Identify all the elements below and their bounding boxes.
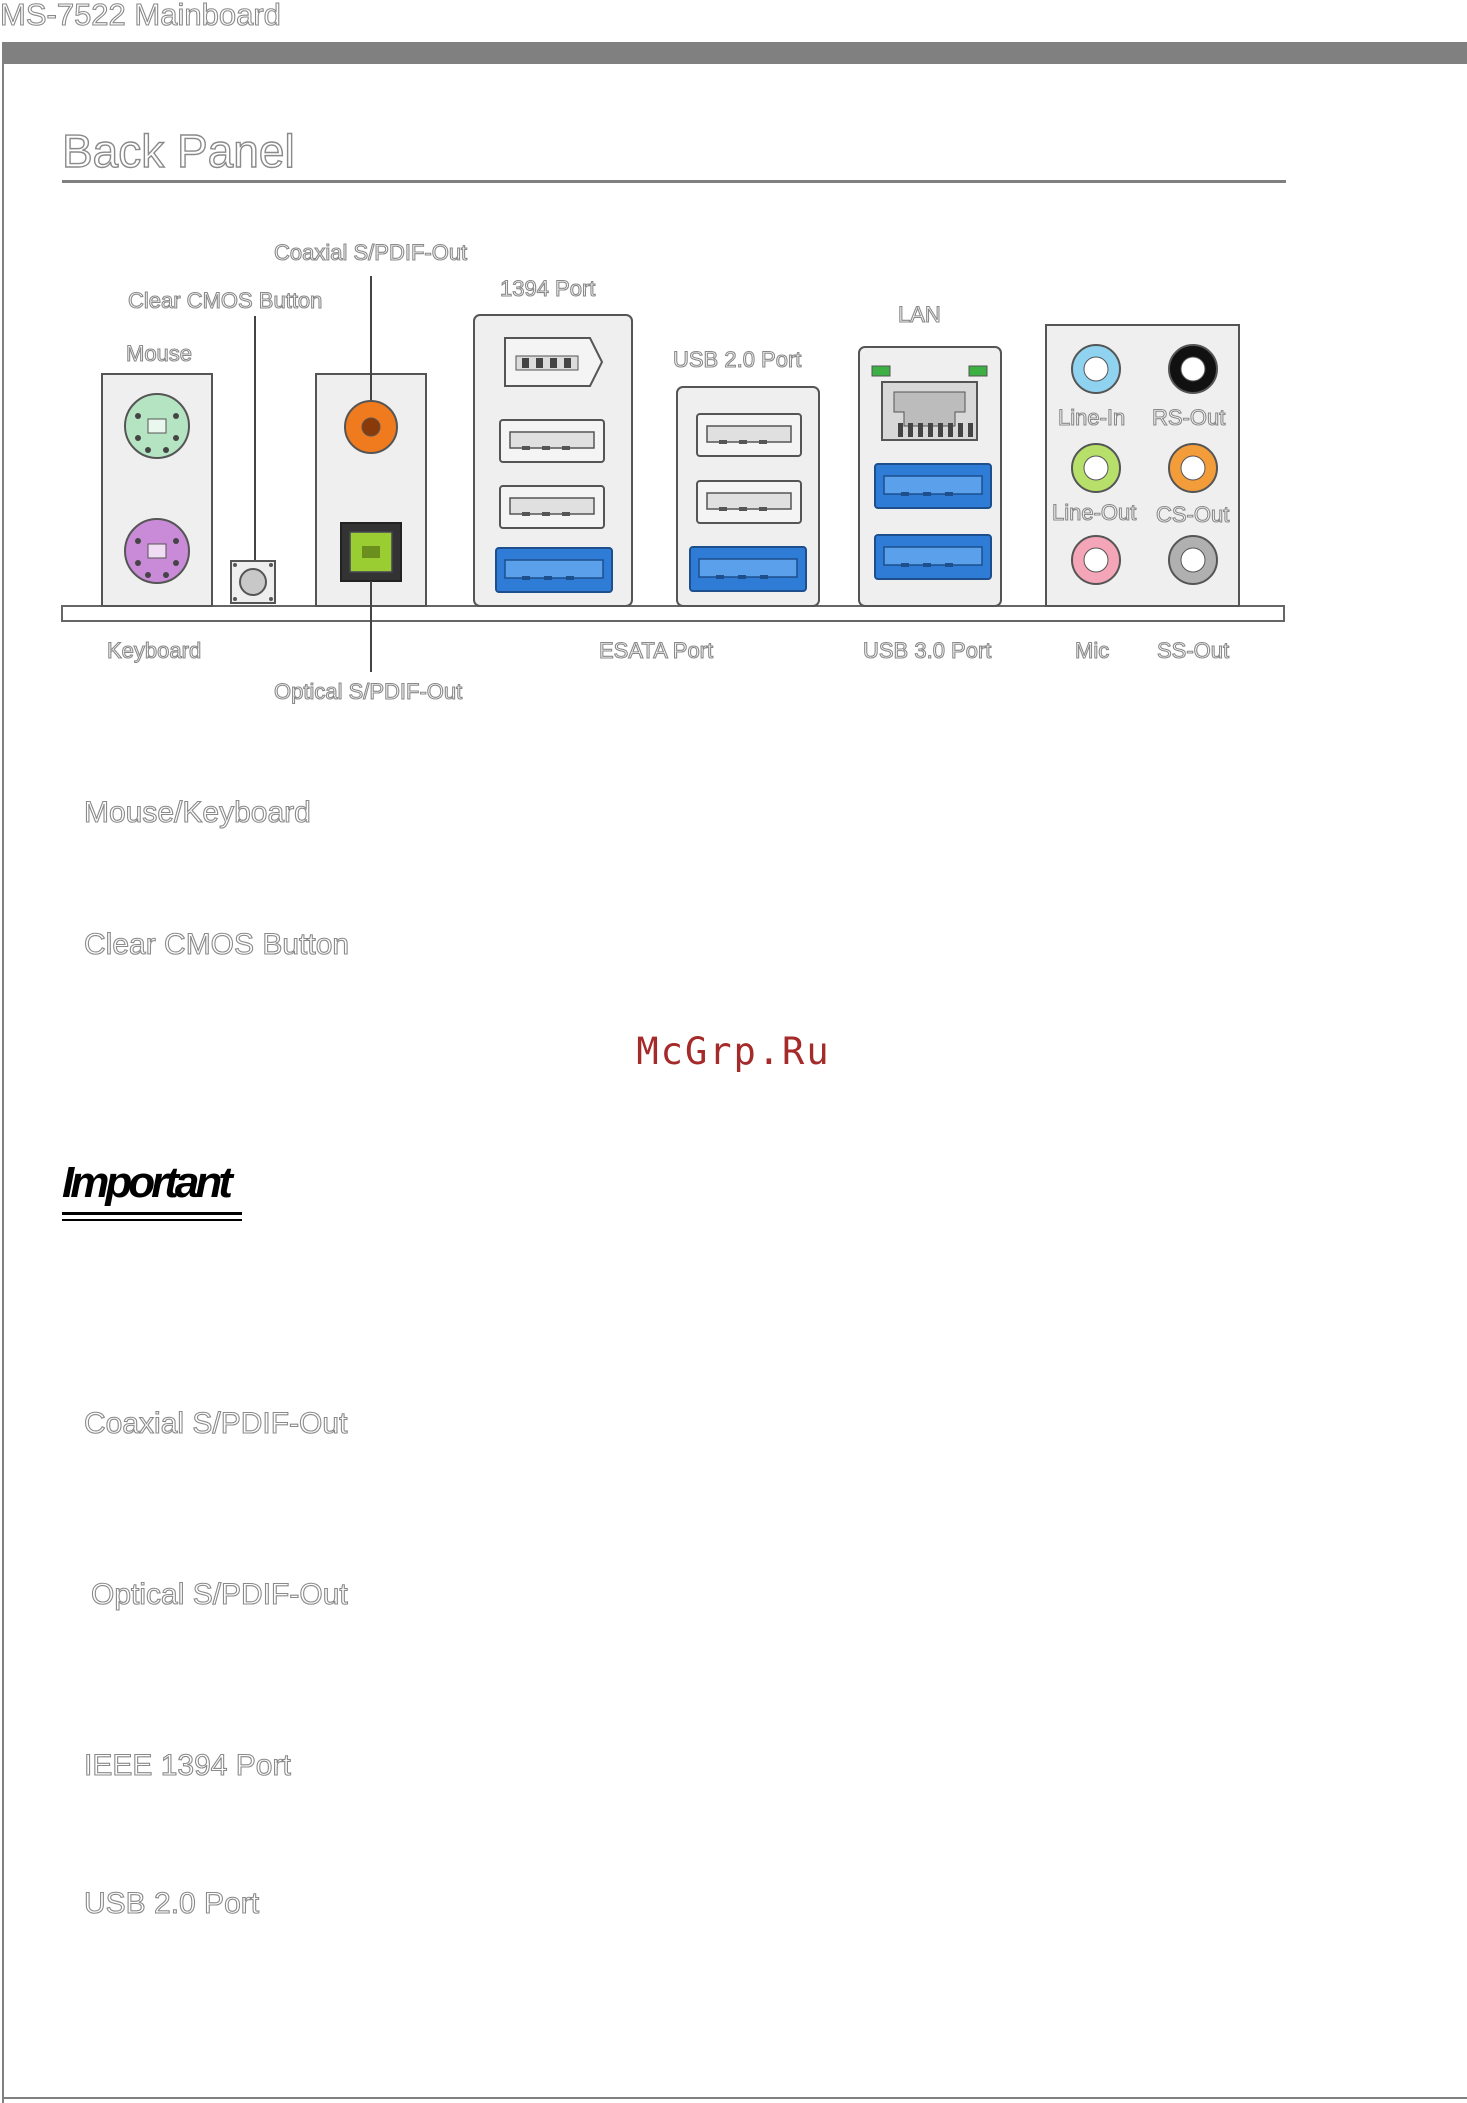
ieee1394-port: [504, 337, 604, 387]
label-lan: LAN: [897, 301, 941, 327]
heading-ieee1394: IEEE 1394 Port: [83, 1748, 291, 1782]
cs-out-jack: [1168, 443, 1218, 493]
heading-mouse-keyboard: Mouse/Keyboard: [83, 795, 311, 829]
important-label: Important: [62, 1158, 233, 1207]
label-keyboard: Keyboard: [106, 637, 202, 663]
label-cs-out: CS-Out: [1155, 501, 1230, 527]
watermark: McGrp.Ru: [636, 1030, 831, 1073]
usb2-port-b1: [696, 413, 802, 457]
label-line-in: Line-In: [1057, 404, 1126, 430]
usb2-port-a1: [499, 419, 605, 463]
header-bar: [2, 42, 1467, 64]
heading-optical: Optical S/PDIF-Out: [90, 1577, 348, 1611]
label-mic: Mic: [1074, 637, 1110, 663]
esata-usb3-port-a: [495, 547, 613, 593]
heading-clear-cmos: Clear CMOS Button: [83, 927, 350, 961]
usb30-port-2: [874, 534, 992, 580]
header-title: MS-7522 Mainboard: [0, 0, 281, 33]
label-esata: ESATA Port: [598, 637, 714, 663]
label-usb30: USB 3.0 Port: [862, 637, 992, 663]
label-optical: Optical S/PDIF-Out: [273, 678, 463, 704]
bottom-rule: [2, 2097, 1467, 2099]
keyboard-port: [124, 518, 190, 584]
esata-usb3-port-b: [689, 546, 807, 592]
lan-port: [871, 365, 988, 441]
usb30-port-1: [874, 463, 992, 509]
heading-coaxial: Coaxial S/PDIF-Out: [83, 1406, 348, 1440]
label-mouse: Mouse: [125, 340, 193, 366]
coaxial-spdif-port: [344, 400, 398, 454]
label-ss-out: SS-Out: [1156, 637, 1230, 663]
label-1394: 1394 Port: [499, 275, 596, 301]
title-rule: [62, 180, 1286, 183]
line-in-jack: [1071, 344, 1121, 394]
label-rs-out: RS-Out: [1151, 404, 1226, 430]
label-clear-cmos: Clear CMOS Button: [127, 287, 323, 313]
label-line-out: Line-Out: [1051, 499, 1137, 525]
important-underline-2: [62, 1219, 242, 1221]
optical-spdif-port: [340, 522, 402, 582]
left-margin-rule: [2, 42, 4, 2103]
rs-out-jack: [1168, 344, 1218, 394]
heading-usb20: USB 2.0 Port: [83, 1886, 260, 1920]
important-underline: [62, 1212, 242, 1215]
section-title: Back Panel: [61, 124, 295, 177]
label-coaxial: Coaxial S/PDIF-Out: [273, 239, 468, 265]
mouse-port: [124, 393, 190, 459]
line-out-jack: [1071, 443, 1121, 493]
clear-cmos-button: [230, 316, 276, 604]
usb2-port-b2: [696, 480, 802, 524]
panel-base-rail: [61, 605, 1285, 622]
ss-out-jack: [1168, 535, 1218, 585]
back-panel-diagram: [61, 276, 1285, 672]
usb2-port-a2: [499, 485, 605, 529]
mic-jack: [1071, 535, 1121, 585]
label-usb20: USB 2.0 Port: [672, 346, 802, 372]
